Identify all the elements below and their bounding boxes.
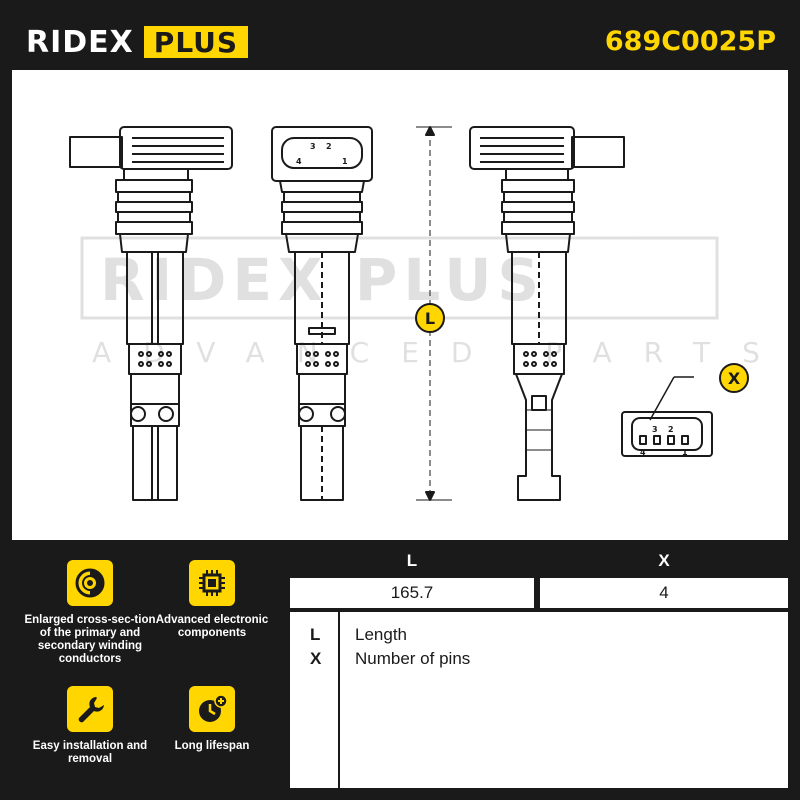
connector-detail: [621, 376, 713, 457]
legend-value-X: Number of pins: [355, 649, 471, 668]
coil-pin-3: 3: [310, 142, 316, 151]
detail-pin-4: 4: [640, 448, 646, 457]
technical-drawing: RIDEX PLUS ADVANCED PARTS: [12, 70, 788, 540]
spec-header-X: X: [540, 546, 788, 576]
brand-main: RIDEX: [26, 24, 134, 60]
watermark-tagline: ADVANCED PARTS: [92, 336, 788, 369]
feature-lifespan: Long lifespan: [142, 686, 282, 753]
wrench-icon: [67, 686, 113, 732]
cross-section-icon: [67, 560, 113, 606]
coil-front-middle: [271, 126, 373, 501]
feature-label: Long lifespan: [174, 740, 250, 752]
spec-value-X: 4: [540, 578, 788, 608]
chip-icon: [189, 560, 235, 606]
clock-plus-icon: [189, 686, 235, 732]
detail-pin-3: 3: [652, 425, 658, 434]
brand-logo: RIDEX PLUS: [26, 24, 249, 60]
coil-side-right: [469, 126, 625, 501]
badge-L-label: L: [425, 309, 435, 328]
spec-value-L: 165.7: [290, 578, 534, 608]
watermark-brand: RIDEX PLUS: [100, 246, 545, 314]
badge-L: [415, 303, 445, 333]
coil-side-left: [69, 126, 233, 501]
detail-pin-1: 1: [682, 448, 688, 457]
coil-pin-4: 4: [296, 157, 302, 166]
feature-label: Advanced electronic components: [155, 614, 269, 639]
legend-divider: [338, 612, 340, 788]
coil-pin-1: 1: [342, 157, 348, 166]
badge-X: [719, 363, 749, 393]
brand-plus: PLUS: [143, 26, 249, 59]
feature-electronics: Advanced electronic components: [142, 560, 282, 640]
legend-key-L: L: [310, 625, 321, 644]
header-bar: [12, 12, 788, 70]
legend-key-X: X: [310, 649, 322, 668]
feature-installation: Easy installation and removal: [20, 686, 160, 766]
part-code: 689C0025P: [604, 26, 776, 57]
badge-X-label: X: [728, 369, 741, 388]
detail-pin-2: 2: [668, 425, 674, 434]
feature-label: Enlarged cross-sec-tion of the primary a…: [24, 614, 156, 665]
legend-value-L: Length: [355, 625, 407, 644]
coil-pin-2: 2: [326, 142, 332, 151]
spec-header-L: L: [290, 546, 534, 576]
drawing-svg: RIDEX PLUS ADVANCED PARTS: [69, 126, 788, 501]
feature-label: Easy installation and removal: [32, 740, 148, 765]
feature-cross-section: Enlarged cross-sec-tion of the primary a…: [20, 560, 160, 666]
watermark: RIDEX PLUS ADVANCED PARTS: [80, 236, 788, 369]
legend-panel: [290, 612, 788, 788]
